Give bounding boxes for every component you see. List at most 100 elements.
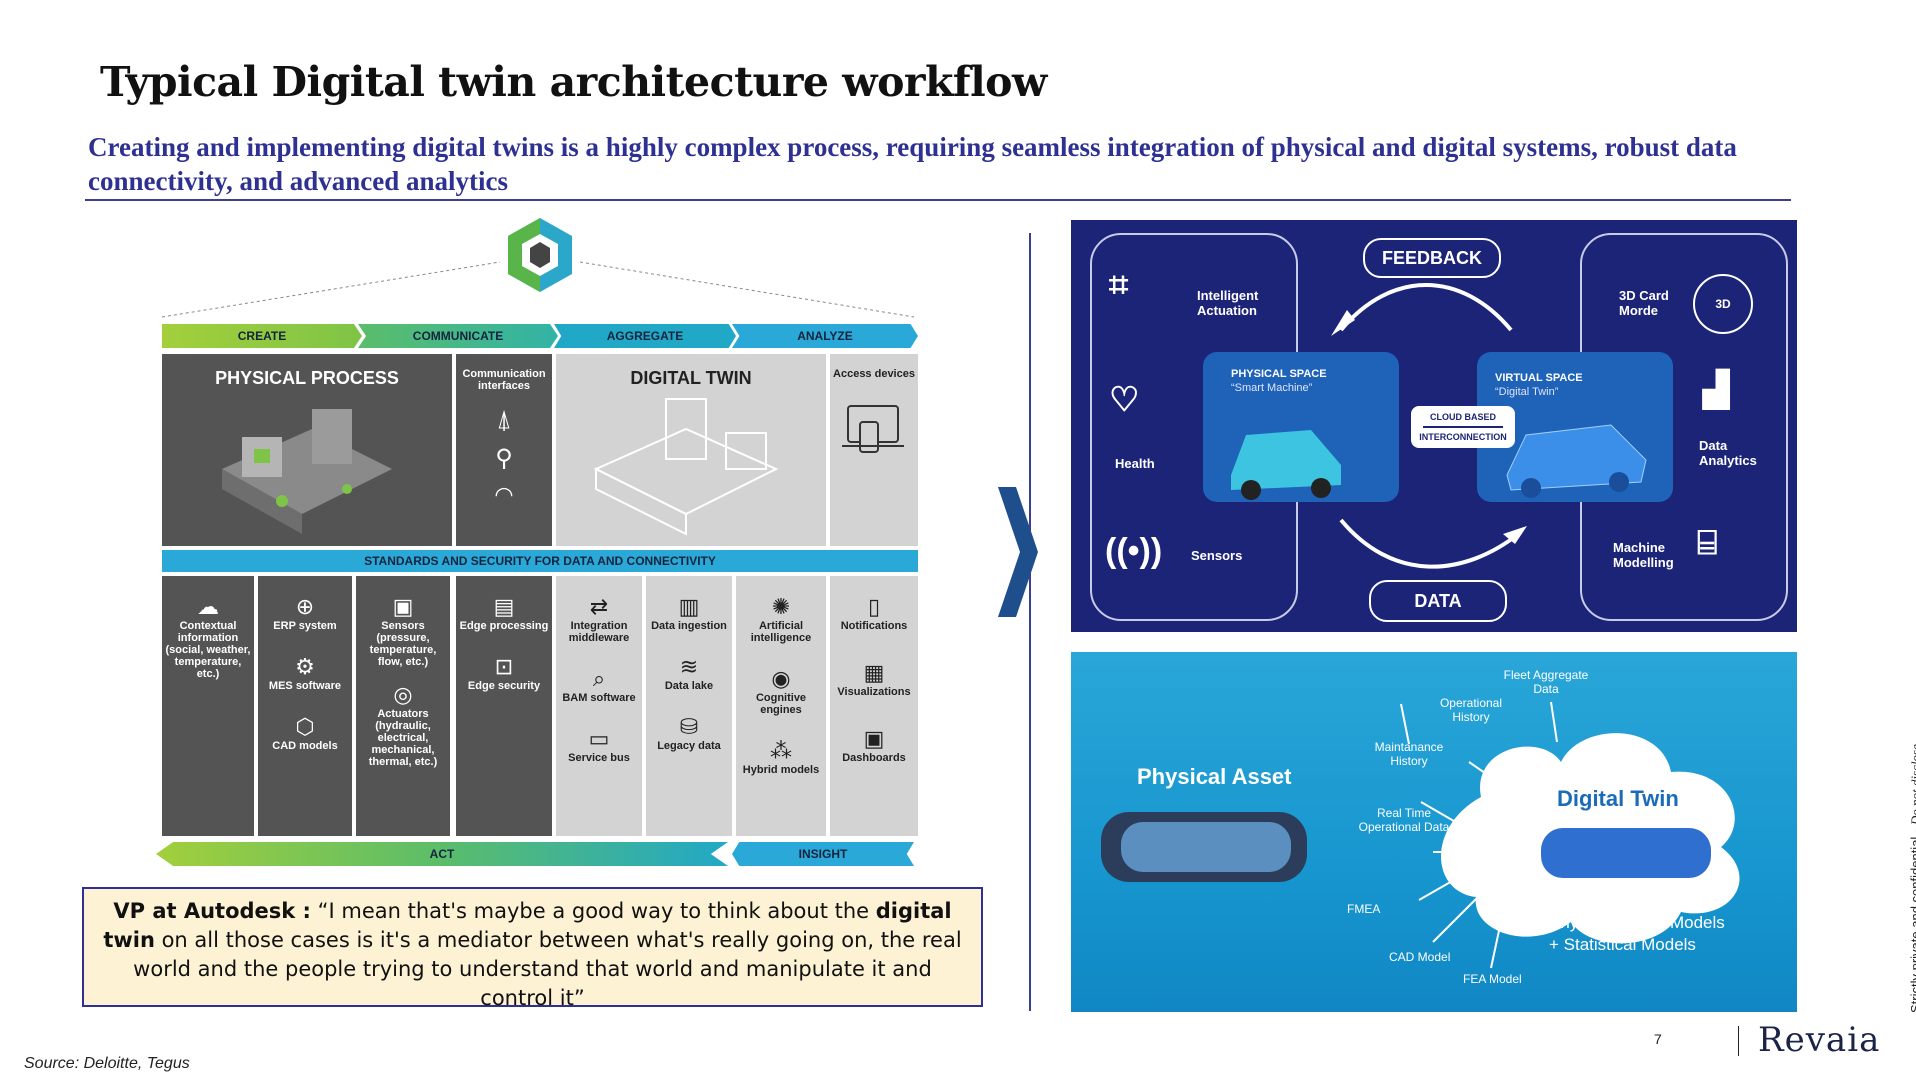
access-devices-panel: Access devices <box>830 354 918 546</box>
vertical-divider <box>1029 233 1031 1011</box>
cognitive-icon: ◉ <box>771 666 791 691</box>
edge-security-label: Edge security <box>467 680 541 692</box>
chip-icon: ⌗ <box>1109 266 1129 304</box>
digital-twin-panel: DIGITAL TWIN <box>556 354 826 546</box>
digital-twin-label: DIGITAL TWIN <box>630 368 752 388</box>
gear-icon: ⚙ <box>295 654 315 679</box>
machine-modelling-label: Machine Modelling <box>1613 540 1674 570</box>
column-edge: ▤ Edge processing ⊡ Edge security <box>456 576 552 836</box>
stage-create: CREATE <box>162 324 362 348</box>
chart-icon: ▦ <box>863 660 885 685</box>
sensor-waves-icon: ((•)) <box>1105 532 1163 570</box>
brand-logo: Revaia <box>1758 1020 1881 1060</box>
page-subtitle: Creating and implementing digital twins … <box>88 132 1737 196</box>
brain-icon: ✺ <box>771 594 791 619</box>
column-middleware: ⇄ Integration middleware ⌕ BAM software … <box>556 576 642 836</box>
dashboard-icon: ▣ <box>863 726 885 751</box>
health-label: Health <box>1115 456 1155 471</box>
database-icon: ⛁ <box>679 714 699 739</box>
devices-icon <box>842 405 904 453</box>
wifi-icon: ◠ <box>494 482 514 507</box>
standards-band: STANDARDS AND SECURITY FOR DATA AND CONN… <box>162 550 918 572</box>
3d-card-label: 3D Card Morde <box>1619 288 1669 318</box>
hybrid-label: Hybrid models <box>742 764 820 776</box>
integration-label: Integration middleware <box>568 620 630 644</box>
visualizations-label: Visualizations <box>837 686 911 698</box>
cad-label: CAD models <box>272 740 338 752</box>
virtual-space-label: VIRTUAL SPACE <box>1495 372 1583 384</box>
chat-icon: ▭ <box>588 726 610 751</box>
stage-communicate: COMMUNICATE <box>358 324 558 348</box>
hybrid-icon: ⁂ <box>770 738 792 763</box>
magnifier-icon: ⌕ <box>592 666 606 691</box>
input-fea: FEA Model <box>1463 972 1522 986</box>
quote-speaker: VP at Autodesk : <box>113 899 311 923</box>
intelligent-actuation-label: Intelligent Actuation <box>1197 288 1259 318</box>
integration-icon: ⇄ <box>589 594 609 619</box>
input-real-time: Real Time Operational Data <box>1358 806 1450 834</box>
twin-logo-icon <box>161 218 915 318</box>
ingestion-label: Data ingestion <box>651 620 727 632</box>
cloud-label: CLOUD BASED <box>1429 412 1496 422</box>
loop-graphics <box>1090 233 1788 621</box>
data-analytics-label: Data Analytics <box>1699 438 1757 468</box>
column-data: ▥ Data ingestion ≋ Data lake ⛁ Legacy da… <box>646 576 732 836</box>
asset-twin-panel: Physical Asset Digital Twin Physical Bas… <box>1071 652 1797 1012</box>
column-contextual: ☁ Contextual information (social, weathe… <box>162 576 254 836</box>
input-operational-history: Operational History <box>1439 696 1503 724</box>
factory-icon: ⌸ <box>1697 524 1718 562</box>
feedback-loop-panel: FEEDBACK DATA PHYSICAL SPACE “Smart Mach… <box>1071 220 1797 632</box>
quote-box: VP at Autodesk : “I mean that's maybe a … <box>82 887 983 1010</box>
confidential-note: Strictly private and confidential - Do n… <box>1908 744 1916 1013</box>
antenna-icon: ⍋ <box>496 404 512 434</box>
feedback-badge: FEEDBACK <box>1363 238 1501 278</box>
dashboards-label: Dashboards <box>842 752 906 764</box>
communication-panel: Communication interfaces ⍋ ⚲ ◠ <box>456 354 552 546</box>
mes-label: MES software <box>268 680 342 692</box>
cloud-icon: ☁ <box>197 594 219 619</box>
access-devices-label: Access devices <box>833 368 915 380</box>
edge-processing-icon: ▤ <box>493 594 515 619</box>
input-cad: CAD Model <box>1389 950 1451 964</box>
interconnection-label: INTERCONNECTION <box>1419 432 1507 442</box>
page-number: 7 <box>1654 1031 1662 1047</box>
wireframe-machine-icon <box>593 398 779 536</box>
digital-twin-label: Digital Twin <box>1557 786 1679 811</box>
waves-icon: ≋ <box>679 654 699 679</box>
column-erp: ⊕ ERP system ⚙ MES software ⬡ CAD models <box>258 576 352 836</box>
globe-icon: ⊕ <box>295 594 315 619</box>
notifications-label: Notifications <box>840 620 908 632</box>
column-ai: ✺ Artificial intelligence ◉ Cognitive en… <box>736 576 826 836</box>
virtual-space-sub: “Digital Twin” <box>1495 386 1559 398</box>
actuators-label: Actuators (hydraulic, electrical, mechan… <box>368 708 438 768</box>
chevron-right-icon <box>998 487 1038 617</box>
machine-illustration-icon <box>222 409 392 534</box>
quote-rest: on all those cases is it's a mediator be… <box>133 928 962 1010</box>
data-badge: DATA <box>1369 580 1507 622</box>
brand-divider <box>1738 1026 1739 1056</box>
legacy-data-label: Legacy data <box>657 740 721 752</box>
input-fmea: FMEA <box>1347 902 1381 916</box>
stage-analyze: ANALYZE <box>732 324 918 348</box>
actuator-icon: ◎ <box>393 682 413 707</box>
title-rule <box>85 199 1791 201</box>
quote-open: “I mean that's maybe a good way to think… <box>317 899 876 923</box>
insight-band: INSIGHT <box>732 842 914 866</box>
physical-process-panel: PHYSICAL PROCESS <box>162 354 452 546</box>
confidential-italic: Do not disclose <box>1908 744 1916 826</box>
phone-icon: ▯ <box>867 594 881 619</box>
input-fleet: Fleet Aggregate Data <box>1503 668 1589 696</box>
erp-label: ERP system <box>273 620 337 632</box>
architecture-diagram: CREATE COMMUNICATE AGGREGATE ANALYZE PHY… <box>150 212 920 872</box>
analytics-icon: ▟ <box>1703 371 1730 409</box>
bars-icon: ▥ <box>678 594 700 619</box>
input-maintenance-history: Maintanance History <box>1374 740 1444 768</box>
confidential-text: Strictly private and confidential - <box>1908 829 1916 1013</box>
physical-asset-label: Physical Asset <box>1137 764 1292 789</box>
quote-emphasis: digital twin <box>103 899 952 952</box>
page-title: Typical Digital twin architecture workfl… <box>100 58 1047 106</box>
physical-space-label: PHYSICAL SPACE <box>1231 368 1327 380</box>
edge-processing-label: Edge processing <box>459 620 549 632</box>
column-notifications: ▯ Notifications ▦ Visualizations ▣ Dashb… <box>830 576 918 836</box>
models-label: Physical Based Models + Statistical Mode… <box>1549 913 1725 954</box>
